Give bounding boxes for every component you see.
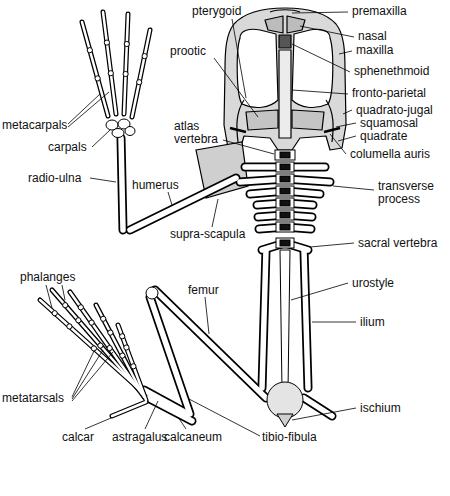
part-label: tibio-fibula (262, 431, 317, 444)
part-label: fronto-parietal (352, 87, 426, 100)
leader-lines (46, 12, 374, 436)
part-label: squamosal (360, 117, 418, 130)
part-label: columella auris (350, 148, 430, 161)
part-label: humerus (132, 179, 179, 192)
part-label: astragalus (112, 431, 167, 444)
part-label: urostyle (352, 277, 394, 290)
part-label: ischium (360, 402, 401, 415)
part-label: sacral vertebra (358, 237, 437, 250)
part-label: pterygoid (192, 5, 241, 18)
skull (224, 8, 346, 150)
part-label: radio-ulna (28, 172, 81, 185)
part-label: carpals (48, 141, 87, 154)
part-label: transverse process (378, 180, 444, 206)
part-label: metacarpals (2, 119, 67, 132)
part-label: atlas vertebra (174, 120, 224, 146)
part-label: sphenethmoid (354, 65, 429, 78)
part-label: quadrato-jugal (356, 104, 433, 117)
part-label: quadrate (360, 130, 407, 143)
part-label: prootic (170, 45, 206, 58)
part-label: femur (188, 284, 219, 297)
part-label: premaxilla (352, 5, 407, 18)
part-label: maxilla (356, 44, 393, 57)
part-label: phalanges (20, 271, 75, 284)
part-label: calcar (62, 431, 94, 444)
part-label: ilium (360, 316, 385, 329)
part-label: supra-scapula (170, 228, 245, 241)
vertebral-column (267, 150, 303, 427)
part-label: metatarsals (2, 392, 64, 405)
part-label: calcaneum (164, 431, 222, 444)
part-label: nasal (358, 30, 387, 43)
